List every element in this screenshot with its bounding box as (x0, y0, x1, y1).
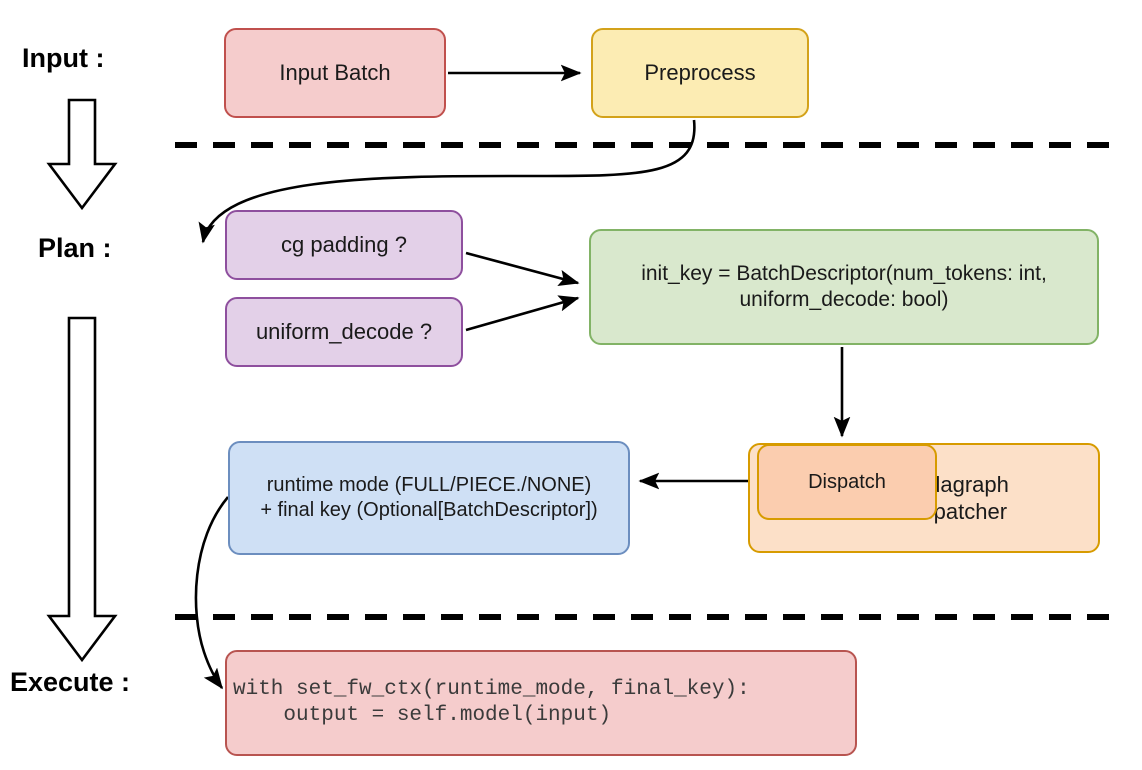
init-key-node[interactable]: init_key = BatchDescriptor(num_tokens: i… (589, 229, 1099, 345)
edge-cg-padding-to-init-key (465, 251, 580, 287)
stage-arrow-plan-to-execute (46, 316, 118, 663)
input-batch-node[interactable]: Input Batch (224, 28, 446, 118)
cg-padding-node[interactable]: cg padding ? (225, 210, 463, 280)
runtime-mode-node[interactable]: runtime mode (FULL/PIECE./NONE) + final … (228, 441, 630, 555)
preprocess-node[interactable]: Preprocess (591, 28, 809, 118)
stage-block-arrows (46, 98, 118, 663)
dispatch-node[interactable]: Dispatch (757, 444, 937, 520)
stage-label-plan: Plan : (38, 233, 112, 263)
edge-runtime-mode-to-execute-code (194, 496, 229, 690)
execute-code-node[interactable]: with set_fw_ctx(runtime_mode, final_key)… (225, 650, 857, 756)
stage-arrow-input-to-plan (46, 98, 118, 211)
connector-edges (194, 64, 851, 690)
stage-label-execute: Execute : (10, 667, 131, 697)
stage-label-input: Input : (22, 43, 105, 73)
uniform-decode-node[interactable]: uniform_decode ? (225, 297, 463, 367)
edge-uniform-decode-to-init-key (465, 295, 580, 332)
